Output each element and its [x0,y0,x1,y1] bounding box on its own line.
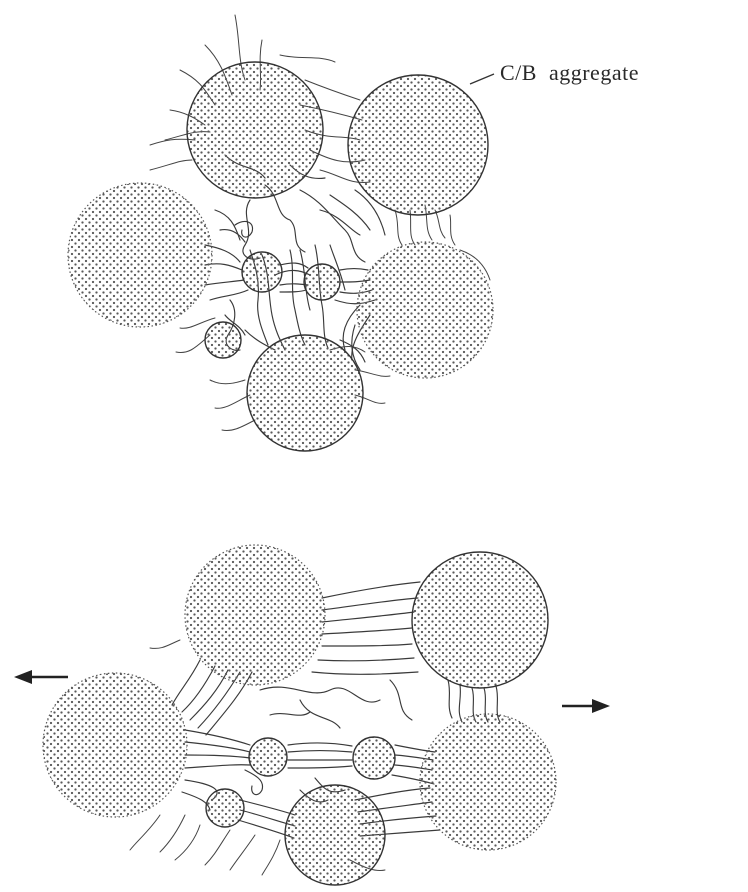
cb-aggregate-label: C/B aggregate [500,60,639,85]
cb-particle-large-right-stretched [420,714,556,850]
callout-leader-line [470,74,494,84]
cb-particle-large-bottom-stretched [285,785,385,885]
cb-particle-large-top-left-stretched [185,545,325,685]
cb-particle-large-top-right [348,75,488,215]
cb-particle-small-3-stretched [206,789,244,827]
cb-particle-large-top-right-stretched [412,552,548,688]
cb-particle-small-2-stretched [353,737,395,779]
cb-particle-large-top-left [187,62,323,198]
cb-particle-large-right [357,242,493,378]
cb-particle-large-left [68,183,212,327]
unstretched-network: C/B aggregate [68,15,639,451]
stretch-arrow-left [14,670,68,684]
stretch-arrow-right [562,699,610,713]
cb-particle-small-2 [304,264,340,300]
cb-particle-small-3 [205,322,241,358]
cb-particle-small-1 [242,252,282,292]
cb-aggregate-callout: C/B aggregate [470,60,639,85]
stretched-network [14,545,610,885]
cb-particle-large-left-stretched [43,673,187,817]
cb-particle-large-bottom [247,335,363,451]
cb-particle-small-1-stretched [249,738,287,776]
